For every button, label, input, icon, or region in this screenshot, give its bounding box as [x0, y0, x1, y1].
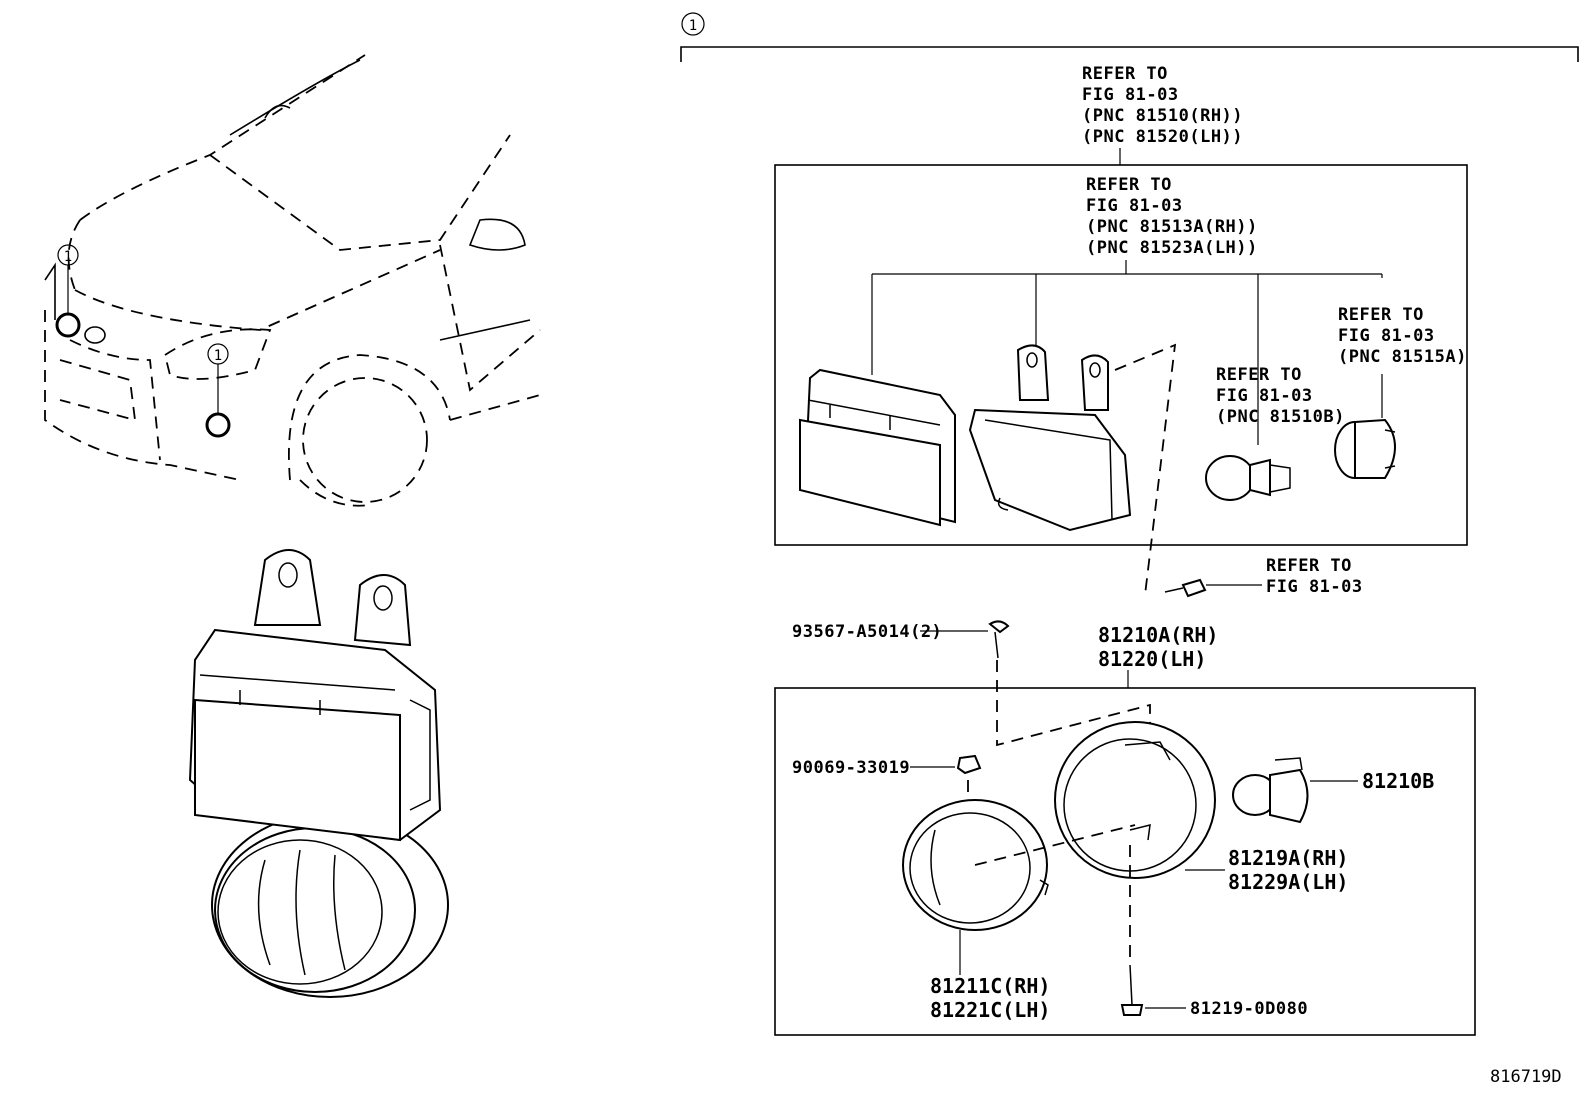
- svg-text:81210B: 81210B: [1362, 769, 1434, 793]
- svg-text:93567-A5014(2): 93567-A5014(2): [792, 622, 942, 642]
- svg-text:REFER TO: REFER TO: [1082, 64, 1168, 84]
- svg-text:(PNC 81510B): (PNC 81510B): [1216, 407, 1345, 427]
- svg-text:REFER TO: REFER TO: [1266, 556, 1352, 576]
- vehicle-front-illustration: 1 1: [44, 54, 541, 507]
- bulb-81210b: [1232, 757, 1309, 824]
- fog-lamp-assembly-box: 90069-33019 81211C(RH) 81221C(LH) 81219A…: [774, 687, 1476, 1036]
- bolt-81219: [1120, 845, 1144, 1016]
- svg-text:81219-0D080: 81219-0D080: [1190, 999, 1308, 1019]
- svg-text:FIG 81-03: FIG 81-03: [1338, 326, 1435, 346]
- assembly-bracket-group: 1: [680, 12, 1579, 62]
- svg-text:FIG 81-03: FIG 81-03: [1216, 386, 1313, 406]
- svg-text:81220(LH): 81220(LH): [1098, 647, 1206, 671]
- housing-part: [968, 344, 1132, 532]
- assembly-part-number: 81210A(RH) 81220(LH): [1098, 623, 1218, 688]
- svg-text:81210A(RH): 81210A(RH): [1098, 623, 1218, 647]
- svg-text:FIG 81-03: FIG 81-03: [1266, 577, 1363, 597]
- socket-part-81515a: [1334, 418, 1396, 479]
- bulb-part-81510b: [1205, 455, 1291, 501]
- fog-lamp-assembly-illustration: [188, 549, 449, 998]
- svg-text:REFER TO: REFER TO: [1086, 175, 1172, 195]
- refer-headlamp-label: REFER TO FIG 81-03 (PNC 81510(RH)) (PNC …: [1082, 64, 1243, 165]
- svg-text:81211C(RH): 81211C(RH): [930, 974, 1050, 998]
- svg-text:FIG 81-03: FIG 81-03: [1086, 196, 1183, 216]
- svg-text:81221C(LH): 81221C(LH): [930, 998, 1050, 1022]
- fog-lamp-location-right: [205, 412, 231, 438]
- callout-marker-car-right: 1: [214, 348, 222, 364]
- screw-refer-fig-81-03: REFER TO FIG 81-03: [1164, 556, 1363, 598]
- svg-text:(PNC 81510(RH)): (PNC 81510(RH)): [1082, 106, 1243, 126]
- fog-lamp-location-left: [55, 312, 81, 338]
- svg-text:81219A(RH): 81219A(RH): [1228, 846, 1348, 870]
- bracket-ring-81219a: [1054, 721, 1216, 879]
- screw-93567: 93567-A5014(2): [792, 620, 1151, 747]
- svg-text:(PNC 81515A): (PNC 81515A): [1338, 347, 1467, 367]
- svg-text:(PNC 81520(LH)): (PNC 81520(LH)): [1082, 127, 1243, 147]
- svg-text:90069-33019: 90069-33019: [792, 758, 910, 778]
- svg-text:REFER TO: REFER TO: [1338, 305, 1424, 325]
- figure-id: 816719D: [1490, 1067, 1562, 1087]
- headlamp-unit-box: REFER TO FIG 81-03 (PNC 81513A(RH)) (PNC…: [774, 164, 1468, 596]
- cover-lens-part: [799, 368, 956, 527]
- svg-text:(PNC 81523A(LH)): (PNC 81523A(LH)): [1086, 238, 1258, 258]
- callout-marker-car-left: 1: [64, 249, 72, 265]
- svg-text:REFER TO: REFER TO: [1216, 365, 1302, 385]
- svg-text:FIG 81-03: FIG 81-03: [1082, 85, 1179, 105]
- svg-text:(PNC 81513A(RH)): (PNC 81513A(RH)): [1086, 217, 1258, 237]
- svg-text:81229A(LH): 81229A(LH): [1228, 870, 1348, 894]
- callout-marker-assembly: 1: [689, 18, 697, 34]
